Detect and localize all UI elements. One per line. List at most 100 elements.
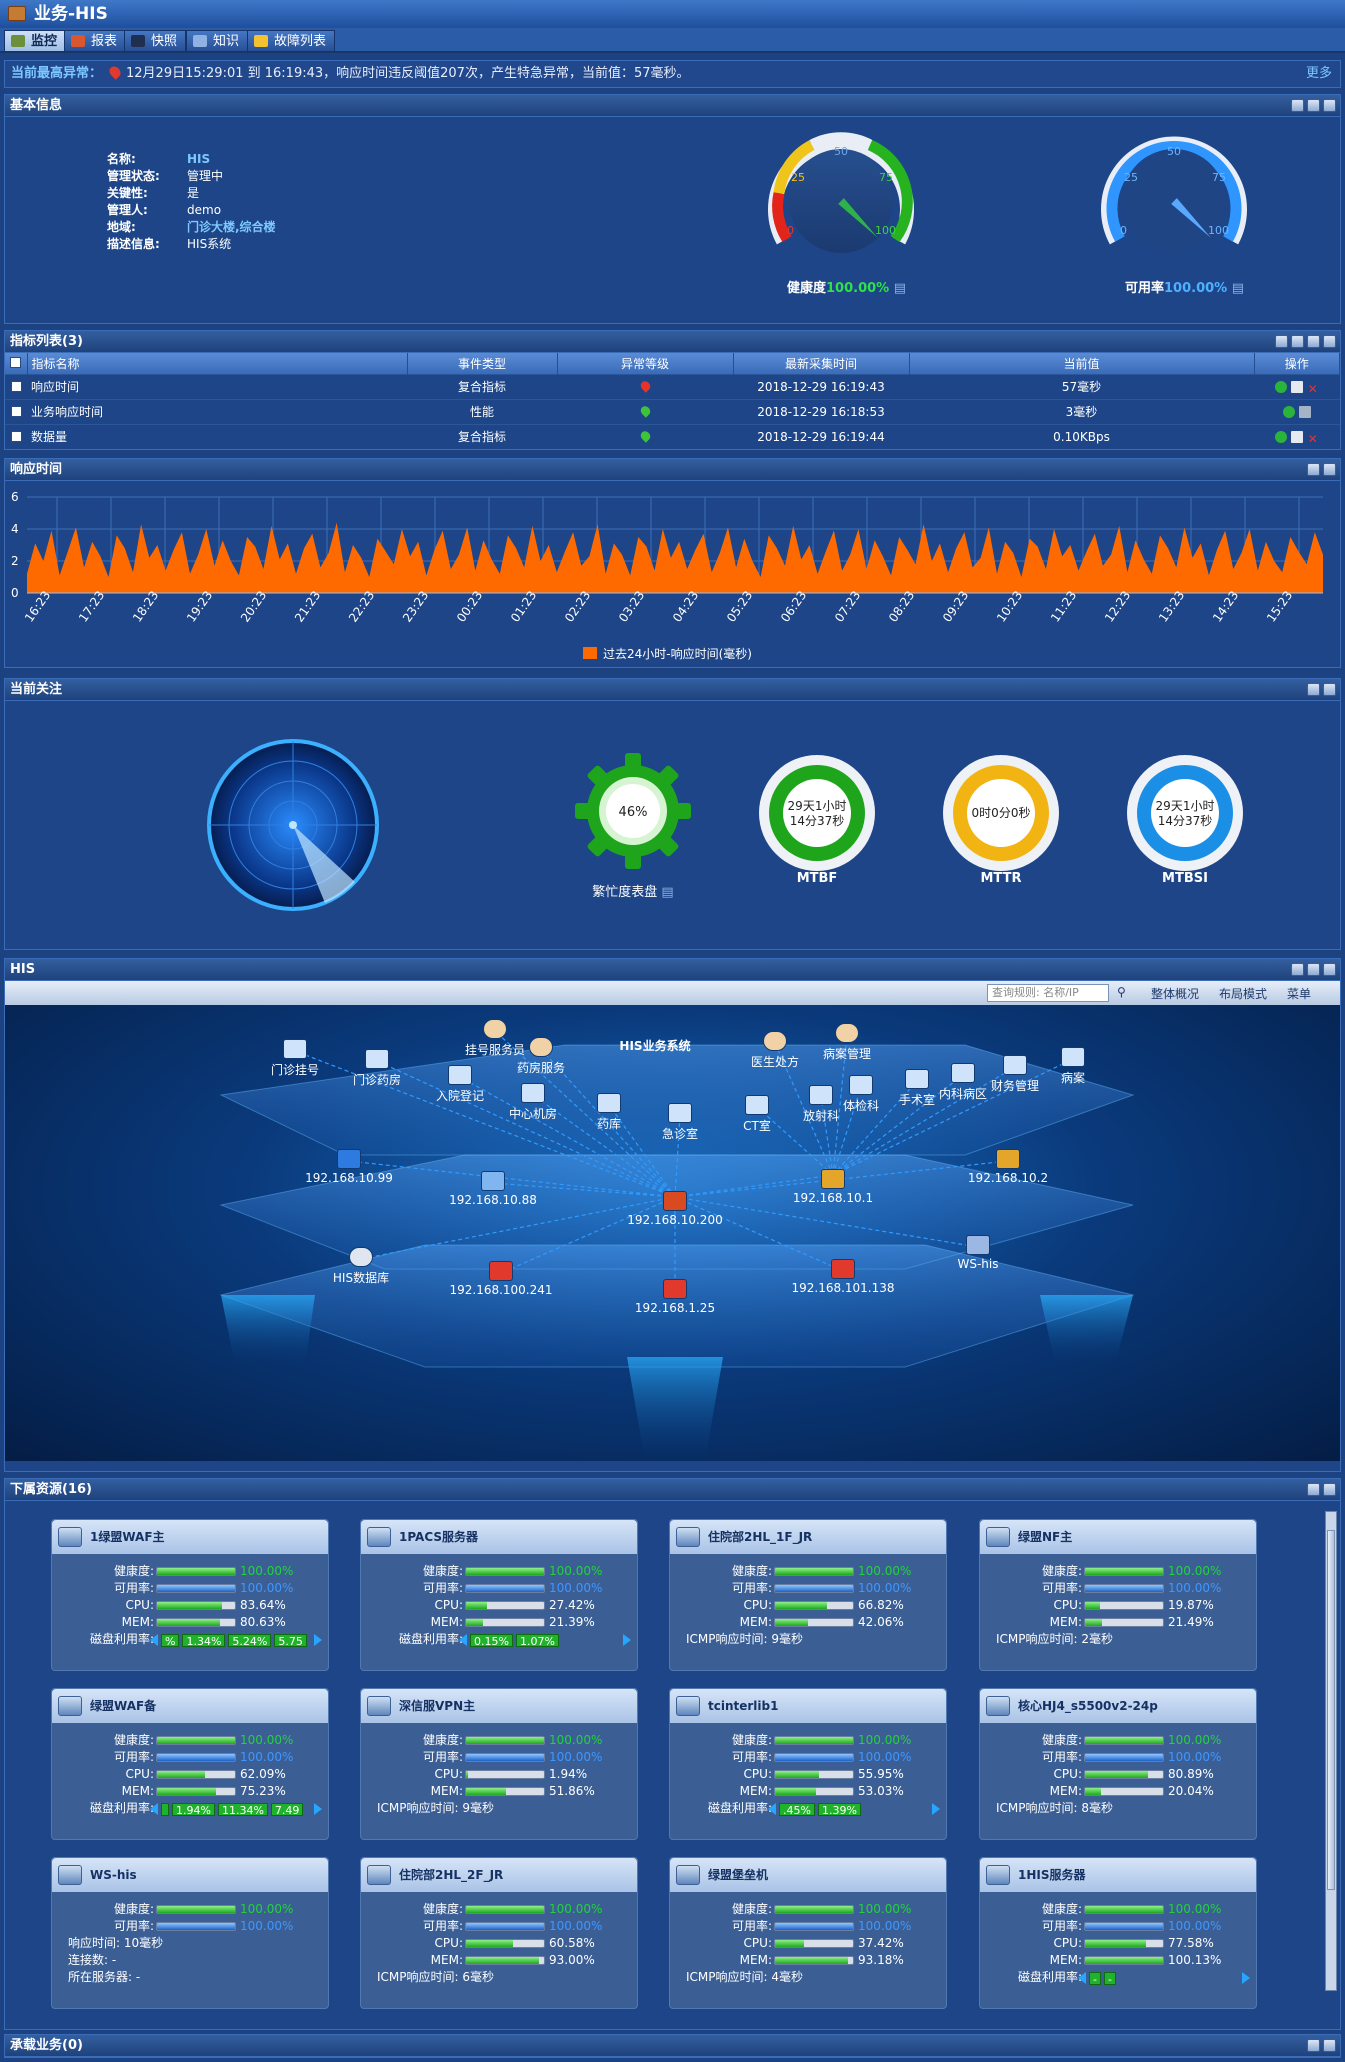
more-link[interactable]: 更多 [1305,66,1332,81]
topology-node-label[interactable]: 门诊药房 [352,1073,402,1087]
table-row[interactable]: 响应时间 复合指标 2018-12-29 16:19:43 57毫秒 ✕ [5,373,1340,399]
resource-card-title[interactable]: 住院部2HL_1F_JR [670,1520,946,1554]
topology-node-label[interactable]: 192.168.10.99 [305,1171,393,1185]
topology-node-label[interactable]: 财务管理 [990,1079,1040,1093]
overview-button[interactable]: 整体概况 [1151,987,1200,1001]
layout-mode-button[interactable]: 布局模式 [1219,987,1268,1001]
resource-card-title[interactable]: 住院部2HL_2F_JR [361,1858,637,1892]
search-icon[interactable]: ⚲ [1117,985,1126,999]
router-icon[interactable] [481,1171,505,1191]
collapse-icon[interactable] [1307,2039,1320,2052]
pc-icon[interactable] [521,1083,545,1103]
topology-node-label[interactable]: 192.168.100.241 [449,1283,553,1297]
maximize-icon[interactable] [1307,963,1320,976]
collapse-icon[interactable] [1275,335,1288,348]
collapse-icon[interactable] [1307,1483,1320,1496]
resource-card-title[interactable]: 1绿盟WAF主 [52,1520,328,1554]
switch2-icon[interactable] [996,1149,1020,1169]
collapse-icon[interactable] [1307,463,1320,476]
topology-node-label[interactable]: 192.168.10.1 [792,1191,874,1205]
topology-node-label[interactable]: 药房服务 [516,1061,566,1075]
resource-card[interactable]: 1绿盟WAF主健康度:100.00%可用率:100.00%CPU:83.64%M… [51,1519,329,1671]
select-all-checkbox[interactable] [10,357,22,369]
server-icon[interactable] [489,1261,513,1281]
user-icon[interactable] [483,1019,507,1039]
topology-node-label[interactable]: WS-his [957,1257,999,1271]
resource-card-title[interactable]: 绿盟堡垒机 [670,1858,946,1892]
topology-node-label[interactable]: 192.168.101.138 [791,1281,895,1295]
user-icon[interactable] [529,1037,553,1057]
disk-usage-strip[interactable]: 0.15%1.07% [459,1633,631,1648]
tab-knowledge[interactable]: 知识 [186,30,249,52]
settings-icon[interactable] [1323,2039,1336,2052]
ws-icon[interactable] [966,1235,990,1255]
row-checkbox[interactable] [10,430,22,442]
row-checkbox[interactable] [10,405,22,417]
firewall-icon[interactable] [337,1149,361,1169]
topology-node-label[interactable]: 医生处方 [750,1055,800,1069]
switch-icon[interactable] [663,1191,687,1211]
scroll-right-icon[interactable] [1242,1972,1250,1984]
pc-icon[interactable] [745,1095,769,1115]
topology-node-label[interactable]: 药库 [596,1117,622,1131]
topology-node-label[interactable]: 入院登记 [435,1089,485,1103]
topology-node-label[interactable]: 急诊室 [661,1127,699,1141]
tab-report[interactable]: 报表 [64,30,127,52]
topology-node-label[interactable]: HIS数据库 [332,1271,390,1285]
resource-card-title[interactable]: 绿盟WAF备 [52,1689,328,1723]
collapse-icon[interactable] [1291,99,1304,112]
user-icon[interactable] [763,1031,787,1051]
disk-usage-strip[interactable]: .45%1.39% [768,1802,940,1817]
resource-scrollbar[interactable] [1325,1511,1337,1991]
topology-node-label[interactable]: 192.168.10.200 [627,1213,723,1227]
pc-icon[interactable] [365,1049,389,1069]
resource-card[interactable]: 绿盟堡垒机健康度:100.00%可用率:100.00%CPU:37.42%MEM… [669,1857,947,2009]
resource-card-title[interactable]: 深信服VPN主 [361,1689,637,1723]
user-icon[interactable] [835,1023,859,1043]
settings-icon[interactable] [1307,335,1320,348]
pc-icon[interactable] [951,1063,975,1083]
resource-card[interactable]: 1PACS服务器健康度:100.00%可用率:100.00%CPU:27.42%… [360,1519,638,1671]
region-value[interactable]: 门诊大楼,综合楼 [187,220,276,234]
table-row[interactable]: 数据量 复合指标 2018-12-29 16:19:44 0.10KBps ✕ [5,423,1340,449]
disk-usage-strip[interactable]: -- [1078,1971,1250,1986]
pc-icon[interactable] [1061,1047,1085,1067]
resource-card[interactable]: 深信服VPN主健康度:100.00%可用率:100.00%CPU:1.94%ME… [360,1688,638,1840]
resource-card-title[interactable]: 绿盟NF主 [980,1520,1256,1554]
scroll-right-icon[interactable] [314,1803,322,1815]
pc-icon[interactable] [905,1069,929,1089]
topology-node-label[interactable]: 门诊挂号 [270,1063,320,1077]
topology-node-label[interactable]: 放射科 [802,1109,840,1123]
topology-node-label[interactable]: 病案管理 [822,1047,872,1061]
name-value[interactable]: HIS [187,152,211,166]
scroll-right-icon[interactable] [314,1634,322,1646]
pc-icon[interactable] [1003,1055,1027,1075]
topology-node-label[interactable]: CT室 [743,1119,771,1133]
topology-node-label[interactable]: 中心机房 [508,1107,558,1121]
info-icon[interactable] [1282,405,1295,418]
pc-icon[interactable] [448,1065,472,1085]
disk-usage-strip[interactable]: %1.34%5.24%5.75 [150,1633,322,1648]
scroll-right-icon[interactable] [932,1803,940,1815]
resource-card[interactable]: 绿盟NF主健康度:100.00%可用率:100.00%CPU:19.87%MEM… [979,1519,1257,1671]
topology-node-label[interactable]: 挂号服务员 [464,1043,526,1057]
topology-root-label[interactable]: HIS业务系统 [619,1039,691,1053]
scroll-left-icon[interactable] [150,1634,158,1646]
db-icon[interactable] [349,1247,373,1267]
switch2-icon[interactable] [821,1169,845,1189]
topology-node-label[interactable]: 192.168.1.25 [634,1301,716,1315]
resource-card-title[interactable]: WS-his [52,1858,328,1892]
table-row[interactable]: 业务响应时间 性能 2018-12-29 16:18:53 3毫秒 [5,398,1340,424]
tab-snapshot[interactable]: 快照 [124,30,187,52]
resource-card-title[interactable]: 核心HJ4_s5500v2-24p [980,1689,1256,1723]
settings-icon[interactable] [1323,963,1336,976]
pc-icon[interactable] [283,1039,307,1059]
scrollbar-thumb[interactable] [1327,1530,1335,1890]
refresh-icon[interactable] [1323,99,1336,112]
edit-icon[interactable] [1290,430,1303,443]
